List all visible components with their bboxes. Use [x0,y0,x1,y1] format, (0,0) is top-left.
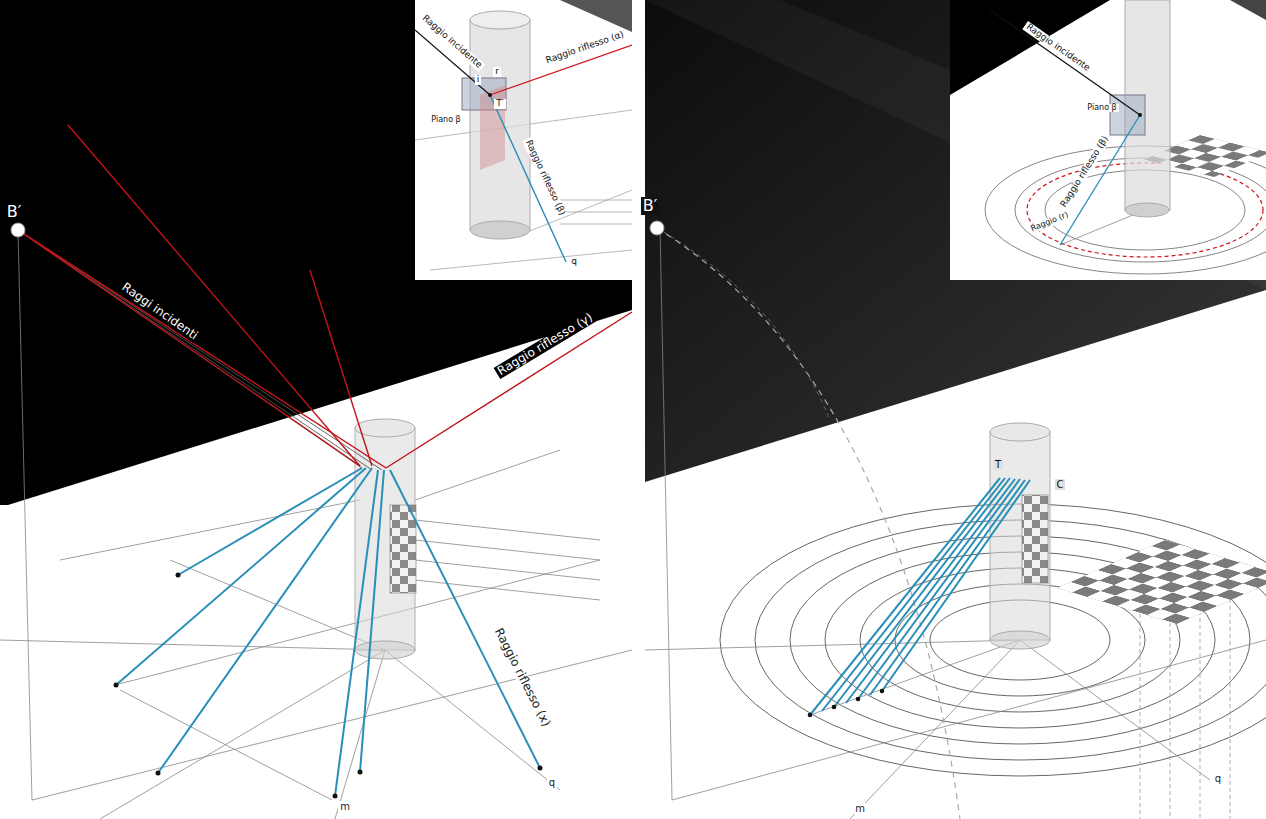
red-rays [18,125,632,468]
point-label: B′ [5,203,24,221]
blue-rays [116,468,540,796]
axis-label: q [1213,773,1223,784]
right-panel [645,0,1266,819]
point-label: T [993,459,1003,470]
plane-label: Piano β [429,116,462,125]
left-panel [0,0,632,819]
point-label: B′ [641,197,660,215]
axis-label: m [853,803,867,814]
right-inset [950,0,1266,280]
plane-label: Piano β [1085,104,1118,113]
angle-label: i [475,75,482,85]
axis-label: q [547,777,557,788]
angle-label: r [493,67,501,77]
axis-label: m [338,801,352,812]
axis-label: q [569,257,579,267]
point-label: C [1055,479,1066,490]
point-label: T′ [494,99,506,109]
left-inset [415,0,632,280]
